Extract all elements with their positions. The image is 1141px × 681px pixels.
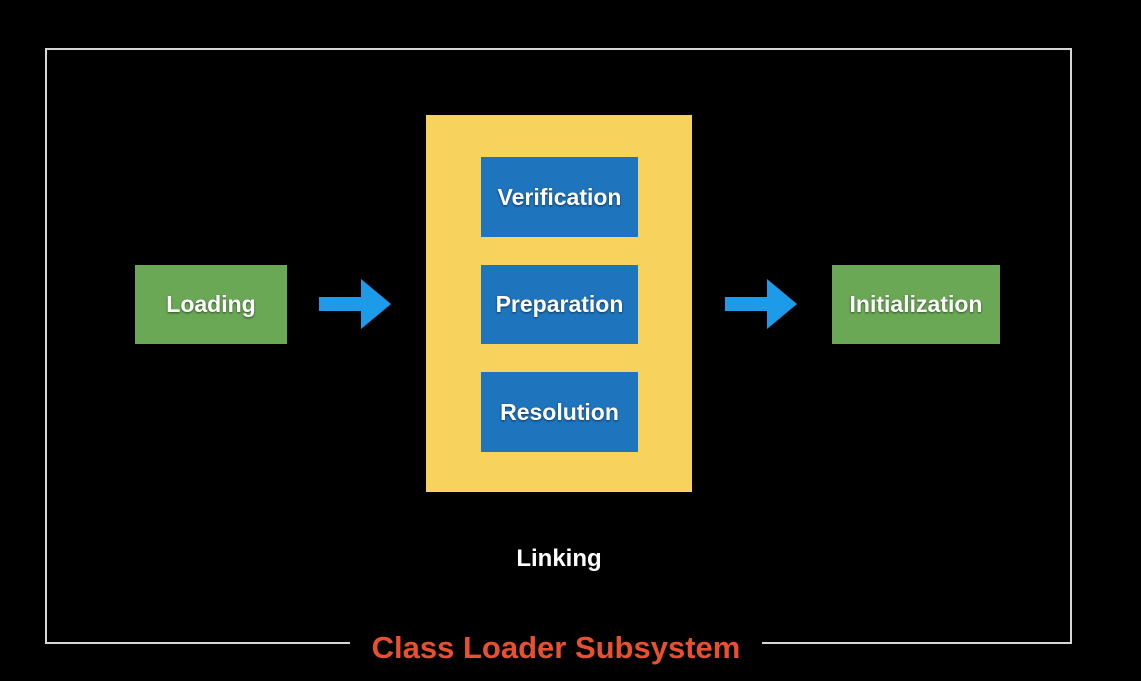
right-arrow-icon	[319, 279, 391, 329]
resolution-box: Resolution	[481, 372, 638, 452]
initialization-box: Initialization	[832, 265, 1000, 344]
linking-label: Linking	[516, 545, 602, 572]
loading-box: Loading	[135, 265, 287, 344]
right-arrow-icon	[725, 279, 797, 329]
verification-box: Verification	[481, 157, 638, 237]
subsystem-caption: Class Loader Subsystem	[350, 628, 762, 668]
preparation-box: Preparation	[481, 265, 638, 344]
